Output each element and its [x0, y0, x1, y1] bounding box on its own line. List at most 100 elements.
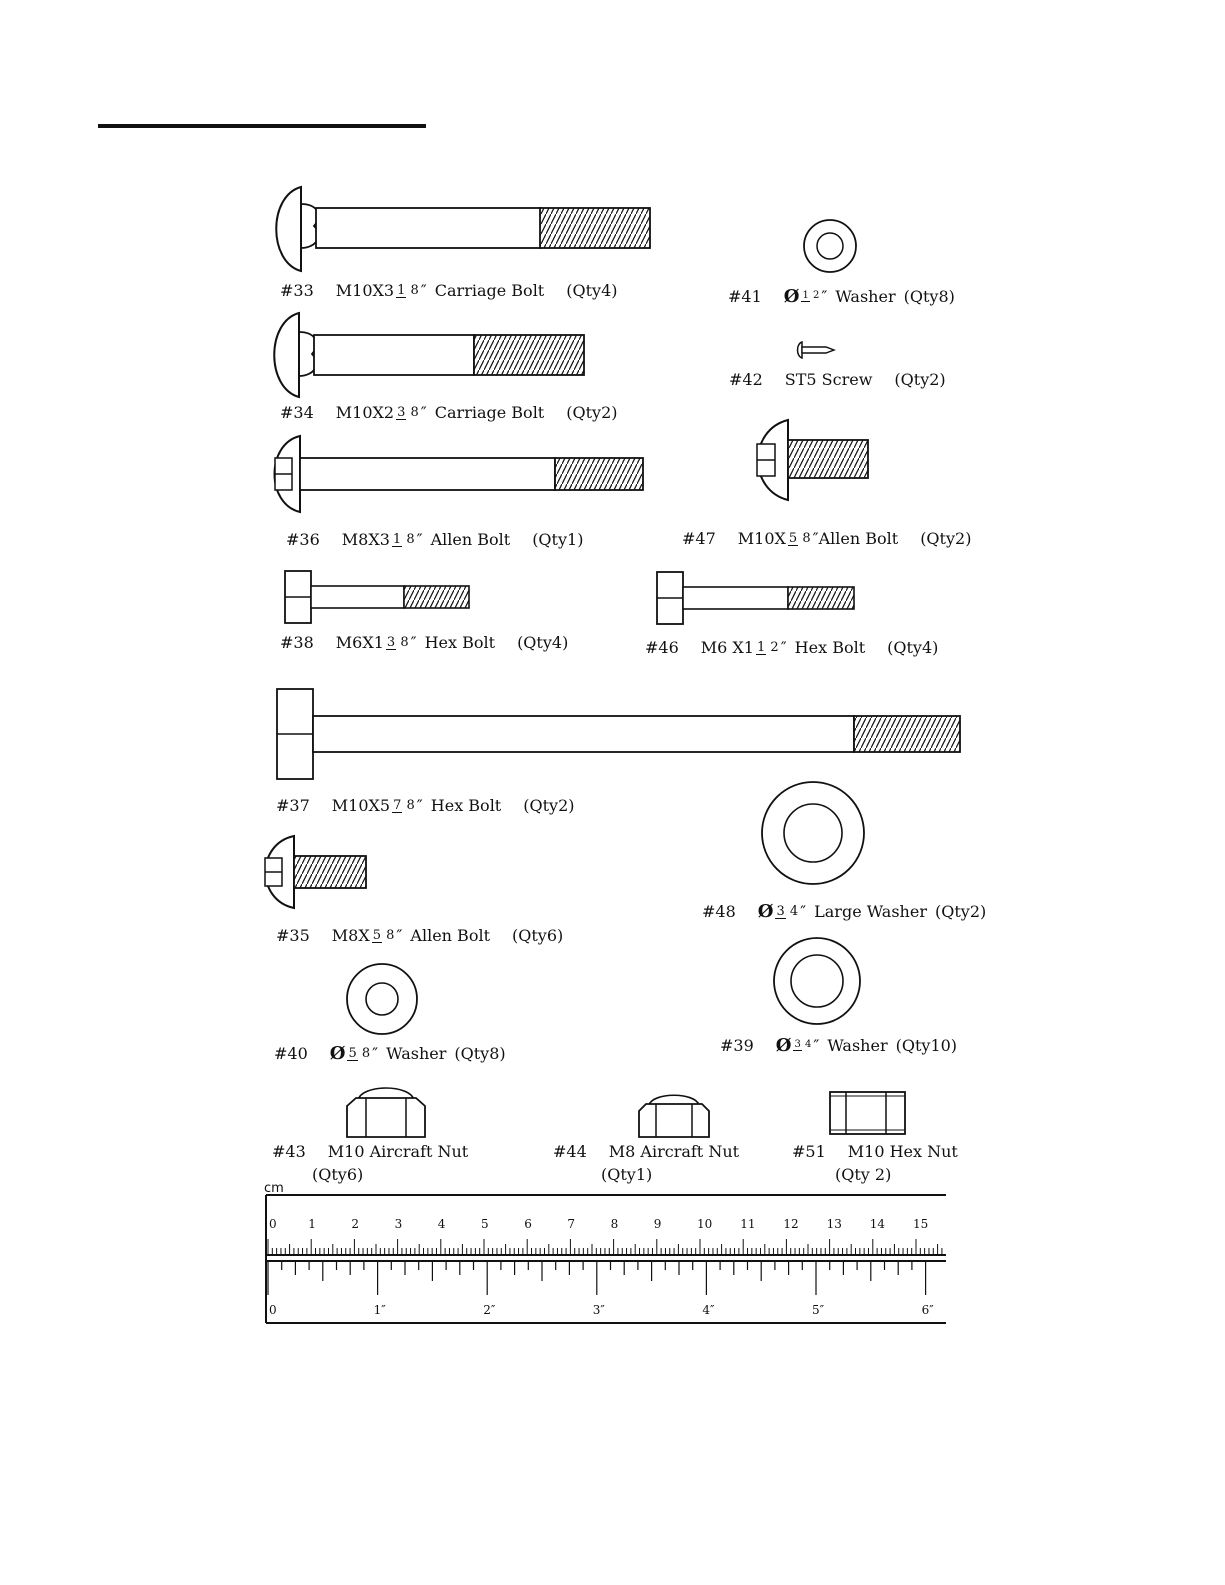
part-name: ST5 Screw — [784, 370, 873, 389]
ruler-cm-label: 4 — [438, 1217, 446, 1231]
part-name: Allen Bolt — [410, 926, 490, 945]
part-label-46: #46 M6 X1 1 2 ″ Hex Bolt (Qty4) — [645, 638, 938, 657]
part-size-fraction: 5 8 — [787, 530, 811, 546]
allen-bolt-35-drawing — [264, 834, 367, 910]
part-id: #51 — [792, 1142, 826, 1161]
part-size-fraction: 1 2 — [755, 639, 779, 655]
part-name: M8 Aircraft Nut — [608, 1142, 740, 1161]
hex-bolt-46-drawing — [656, 571, 855, 625]
part-qty-43: (Qty6) — [312, 1165, 364, 1184]
part-size: M10X5 — [331, 796, 391, 815]
part-size-fraction: 1 2 — [801, 290, 820, 302]
ruler-cm-label: 13 — [827, 1217, 842, 1231]
part-name: Allen Bolt — [430, 530, 511, 549]
part-size-fraction: 5 8 — [347, 1045, 371, 1061]
part-size: M10X3 — [335, 281, 395, 300]
part-size: M6 X1 — [700, 638, 754, 657]
part-id: #39 — [720, 1036, 754, 1055]
inch-mark: ″ — [372, 1044, 379, 1063]
part-qty: (Qty2) — [566, 403, 618, 422]
allen-bolt-47-drawing — [756, 418, 869, 502]
hex-nut-51-drawing — [829, 1091, 906, 1135]
inch-mark: ″ — [420, 281, 427, 300]
part-name: Carriage Bolt — [434, 403, 545, 422]
part-label-47: #47 M10X 5 8 ″ Allen Bolt (Qty2) — [682, 529, 971, 548]
hex-bolt-37-drawing — [276, 688, 961, 780]
part-id: #48 — [702, 902, 736, 921]
part-size-fraction: 7 8 — [392, 797, 415, 813]
washer-41-drawing — [803, 219, 857, 273]
part-id: #38 — [280, 633, 314, 652]
inch-mark: ″ — [396, 926, 403, 945]
part-name: Large Washer — [814, 902, 927, 921]
st5-screw-42-drawing — [796, 340, 836, 360]
section-title-rule — [98, 124, 426, 128]
part-name: Hex Bolt — [430, 796, 502, 815]
part-name: Carriage Bolt — [434, 281, 545, 300]
part-qty: (Qty2) — [920, 529, 972, 548]
part-name: Hex Bolt — [794, 638, 866, 657]
part-size-fraction: 5 8 — [371, 927, 395, 943]
part-label-39: #39 Ø 3 4 ″ Washer (Qty10) — [720, 1035, 957, 1056]
inch-mark: ″ — [812, 529, 819, 548]
ruler-cm-label: 12 — [783, 1217, 798, 1231]
part-name: Washer — [827, 1036, 888, 1055]
ruler-cm-label: 5 — [481, 1217, 489, 1231]
part-size-fraction: 3 4 — [775, 903, 799, 919]
inch-mark: ″ — [813, 1036, 820, 1055]
part-label-33: #33 M10X3 1 8 ″ Carriage Bolt (Qty4) — [280, 281, 617, 300]
part-name: Allen Bolt — [818, 529, 899, 548]
part-id: #44 — [553, 1142, 587, 1161]
part-id: #40 — [274, 1044, 308, 1063]
part-label-37: #37 M10X5 7 8 ″ Hex Bolt (Qty2) — [276, 796, 574, 815]
part-name: M10 Hex Nut — [847, 1142, 958, 1161]
part-label-43: #43 M10 Aircraft Nut — [272, 1142, 468, 1161]
washer-40-drawing — [346, 963, 418, 1035]
part-id: #43 — [272, 1142, 306, 1161]
ruler-cm-unit: cm — [264, 1181, 284, 1196]
part-qty: (Qty2) — [523, 796, 575, 815]
part-id: #34 — [280, 403, 314, 422]
part-size: M10X — [737, 529, 786, 548]
part-qty: (Qty2) — [894, 370, 946, 389]
inch-mark: ″ — [416, 796, 423, 815]
part-label-51: #51 M10 Hex Nut — [792, 1142, 958, 1161]
diameter-symbol: Ø — [329, 1043, 346, 1064]
part-label-41: #41 Ø 1 2 ″ Washer (Qty8) — [728, 286, 955, 307]
part-id: #41 — [728, 287, 762, 306]
ruler-cm-label: 15 — [913, 1217, 928, 1231]
part-label-42: #42 ST5 Screw (Qty2) — [729, 370, 946, 389]
part-qty: (Qty8) — [903, 287, 955, 306]
part-qty: (Qty2) — [934, 902, 987, 921]
allen-bolt-36-drawing — [273, 434, 644, 514]
ruler-inch-label: 1″ — [374, 1303, 387, 1317]
part-name: Washer — [835, 287, 896, 306]
inch-mark: ″ — [416, 530, 423, 549]
large-washer-48-drawing — [761, 781, 865, 885]
part-size-fraction: 1 8 — [396, 282, 419, 298]
part-id: #37 — [276, 796, 310, 815]
ruler-cm-label: 11 — [740, 1217, 755, 1231]
ruler-cm-label: 9 — [654, 1217, 662, 1231]
part-qty: (Qty4) — [887, 638, 939, 657]
aircraft-nut-44-drawing — [638, 1094, 710, 1138]
inch-mark: ″ — [410, 633, 417, 652]
part-size-fraction: 3 8 — [396, 404, 419, 420]
part-label-48: #48 Ø 3 4 ″ Large Washer (Qty2) — [702, 901, 986, 922]
ruler-cm-label: 0 — [269, 1217, 277, 1231]
part-id: #35 — [276, 926, 310, 945]
ruler-cm-label: 8 — [611, 1217, 619, 1231]
ruler-inch-label: 6″ — [922, 1303, 935, 1317]
part-qty: (Qty6) — [512, 926, 564, 945]
part-name: Washer — [386, 1044, 447, 1063]
aircraft-nut-43-drawing — [346, 1087, 426, 1138]
part-label-44: #44 M8 Aircraft Nut — [553, 1142, 739, 1161]
ruler-inch-label: 2″ — [483, 1303, 496, 1317]
part-label-40: #40 Ø 5 8 ″ Washer (Qty8) — [274, 1043, 506, 1064]
part-size: M8X3 — [341, 530, 390, 549]
diameter-symbol: Ø — [757, 901, 774, 922]
washer-39-drawing — [773, 937, 861, 1025]
part-size-fraction: 1 8 — [391, 531, 415, 547]
